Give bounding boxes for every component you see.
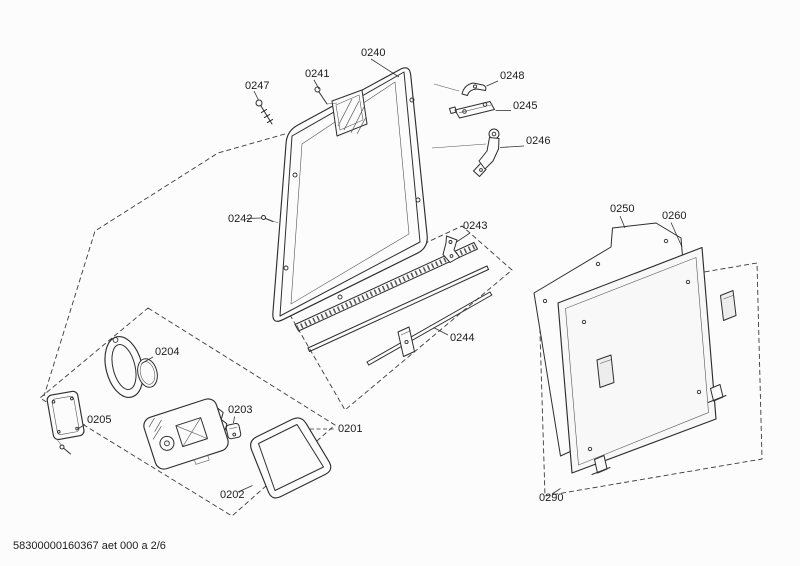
part-label-0201: 0201 (338, 423, 362, 435)
part-label-0202: 0202 (220, 489, 244, 501)
seal-strip-rail (307, 265, 489, 352)
rod-0244 (366, 291, 493, 366)
leader-lines (77, 58, 683, 495)
part-label-0241: 0241 (305, 68, 329, 80)
part-labels: 0247 0241 0240 0248 0245 0246 0242 0243 … (87, 47, 686, 504)
front-panel-0260 (557, 246, 737, 475)
detergent-window (331, 89, 368, 137)
seal-strip-hatched (294, 242, 478, 332)
latch-group-outline (39, 307, 336, 517)
part-label-0205: 0205 (87, 414, 111, 426)
part-label-0244: 0244 (450, 332, 474, 344)
part-label-0247: 0247 (245, 80, 269, 92)
bracket-0245 (449, 101, 495, 119)
door-frame-0202 (250, 417, 332, 499)
part-label-0246: 0246 (526, 135, 550, 147)
door-lock-assembly (143, 398, 229, 470)
document-footer: 58300000160367 aet 000 a 2/6 (13, 540, 166, 552)
hinge-0246 (431, 128, 500, 177)
inner-door-panel-0240 (272, 67, 428, 322)
part-label-0260: 0260 (662, 210, 686, 222)
screw-0205 (57, 439, 71, 455)
screw-0242 (261, 215, 279, 223)
part-label-0248: 0248 (500, 70, 524, 82)
part-label-0203: 0203 (228, 404, 252, 416)
hinge-plate-left (596, 354, 615, 388)
panel-0205 (46, 390, 85, 455)
part-label-0204: 0204 (155, 346, 179, 358)
part-label-0240: 0240 (361, 47, 385, 59)
gasket-0204 (104, 336, 158, 398)
part-label-0245: 0245 (513, 100, 537, 112)
part-label-0250: 0250 (610, 203, 634, 215)
clip-0203 (225, 422, 242, 440)
foot-bracket-left (591, 455, 611, 475)
screw-0247 (255, 99, 274, 125)
assembly-line-left (43, 133, 286, 397)
part-label-0290: 0290 (539, 492, 563, 504)
clip-0248 (433, 82, 487, 96)
part-label-0243: 0243 (463, 220, 487, 232)
foot-bracket-right (707, 384, 727, 403)
part-label-0242: 0242 (228, 213, 252, 225)
hinge-plate-right (720, 290, 737, 321)
